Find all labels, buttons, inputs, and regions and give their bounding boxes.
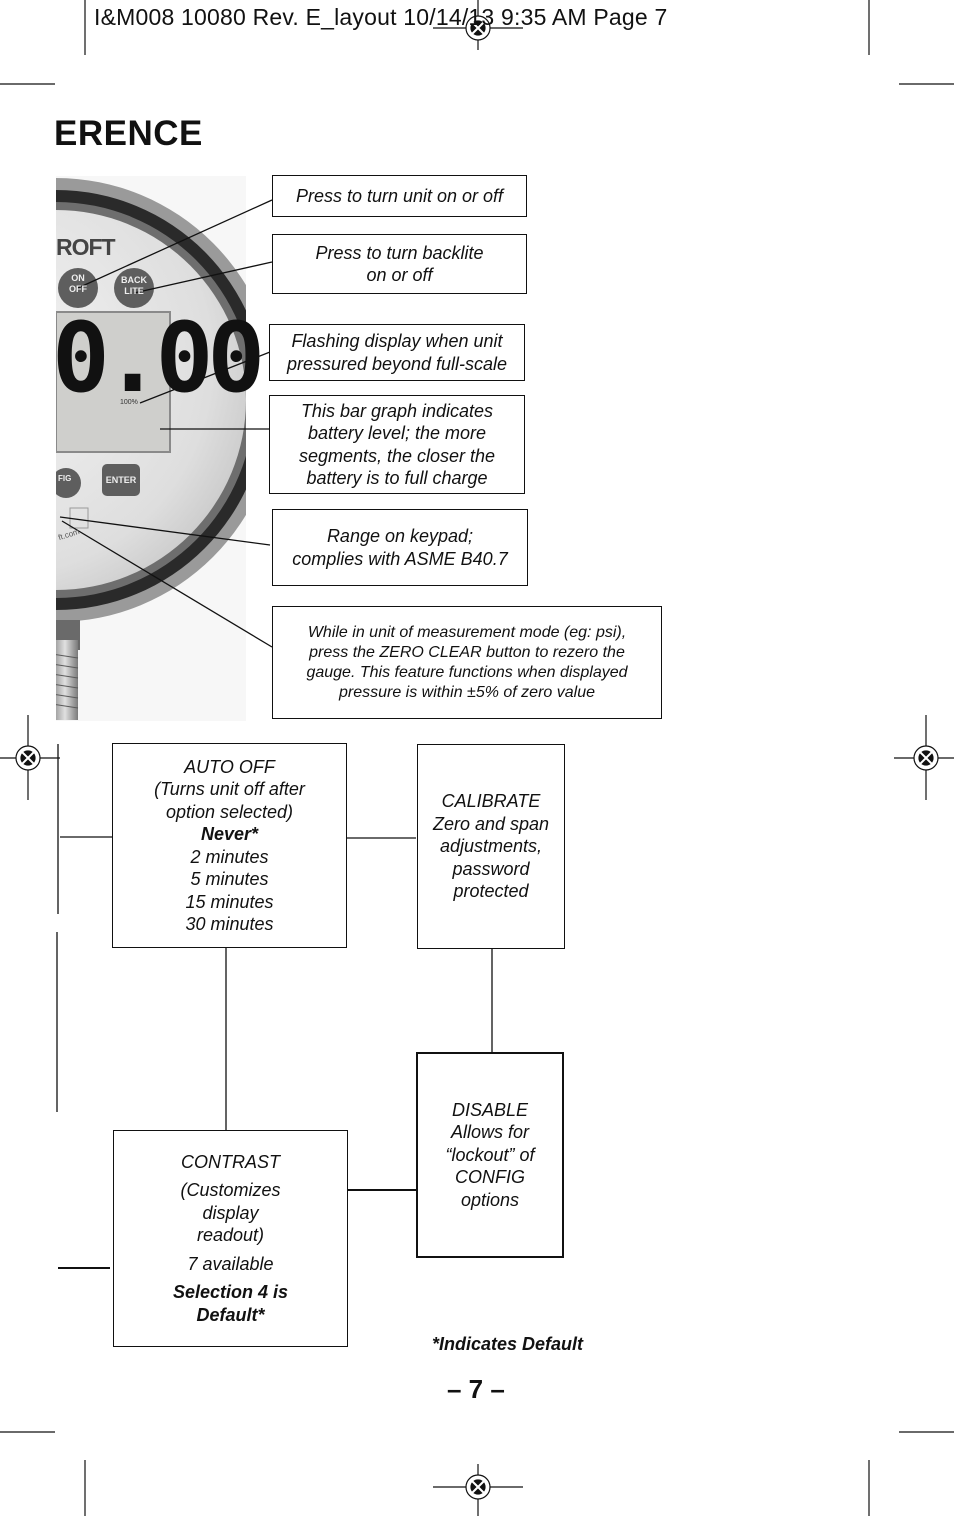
callout-bar-graph: This bar graph indicates battery level; … [269,395,525,494]
gauge-brand: ROFT [56,234,116,260]
registration-mark-bottom [433,1464,523,1516]
page-number: – 7 – [447,1374,505,1404]
auto-off-title: AUTO OFF [184,756,275,777]
backlite-button: BACK LITE [121,275,147,296]
callout-range: Range on keypad; complies with ASME B40.… [272,509,528,586]
lcd-digits: 0.00 [52,302,265,414]
callout-backlite: Press to turn backlite on or off [272,234,527,294]
disable-title: DISABLE [451,1099,529,1120]
on-off-button: ON OFF [69,273,87,294]
auto-off-box: AUTO OFF (Turns unit off after option se… [112,743,347,948]
callout-on-off: Press to turn unit on or off [272,175,527,217]
registration-mark-left [0,715,60,800]
auto-off-default: Never* [200,824,259,844]
contrast-title: CONTRAST [181,1151,280,1172]
gauge-illustration [56,176,246,721]
config-button: FIG [58,474,72,483]
registration-mark-top [433,0,523,50]
page-title: ERENCE [54,114,203,153]
callout-zero-clear: While in unit of measurement mode (eg: p… [272,606,662,719]
calibrate-title: CALIBRATE [441,791,541,812]
default-footnote: *Indicates Default [432,1334,584,1354]
contrast-box: CONTRAST (Customizes display readout) 7 … [113,1130,348,1347]
flow-connectors [56,744,493,1130]
leader-lines [59,199,273,648]
flow-connectors-heavy [58,1189,416,1269]
registration-mark-right [894,715,954,800]
disable-box: DISABLE Allows for “lockout” of CONFIG o… [416,1052,564,1258]
calibrate-box: CALIBRATE Zero and span adjustments, pas… [417,744,565,949]
enter-button: ENTER [105,475,137,485]
callout-flashing-display: Flashing display when unit pressured bey… [269,324,525,381]
full-scale-label: 100% [120,399,138,406]
print-slug: I&M008 10080 Rev. E_layout 10/14/13 9:35… [94,4,668,30]
